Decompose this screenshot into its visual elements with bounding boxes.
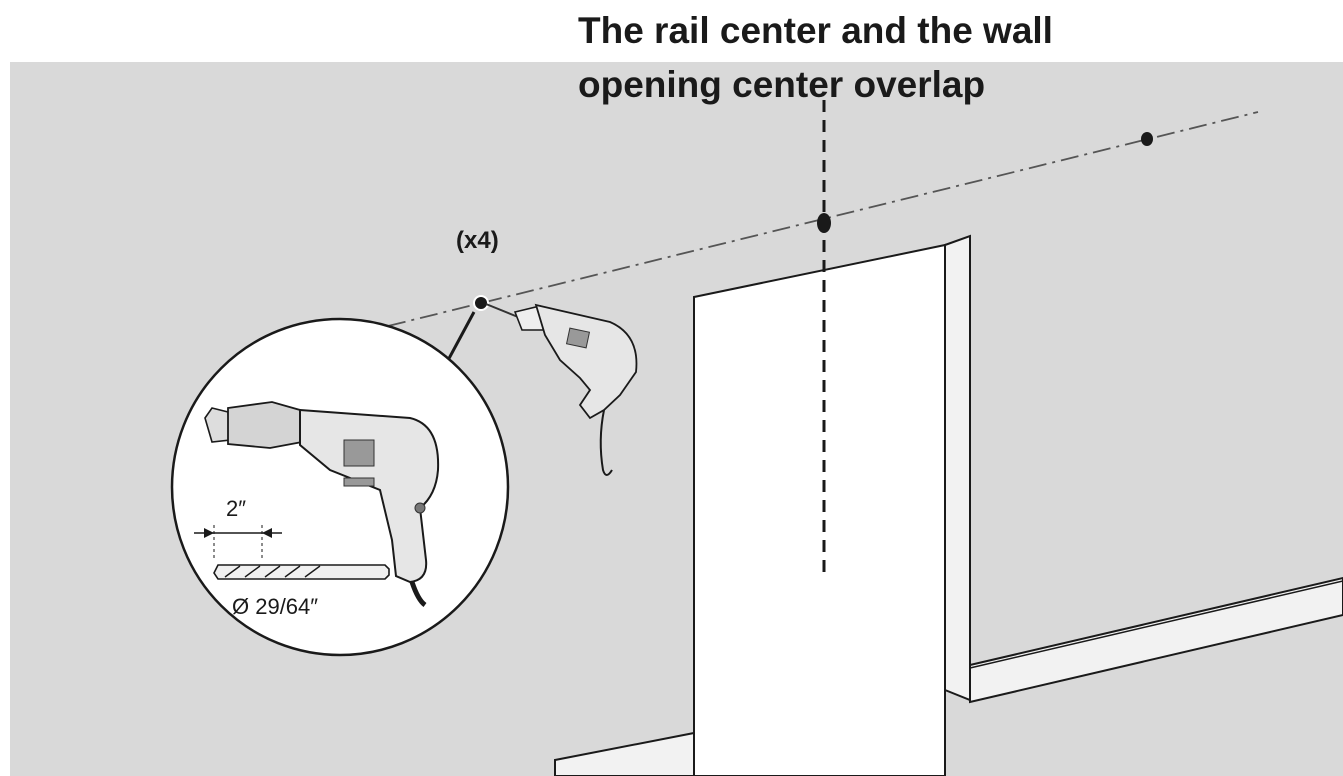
depth-dimension — [194, 525, 282, 560]
hole-count-label: (x4) — [456, 227, 499, 254]
drill-bit-icon — [213, 564, 390, 580]
drill-icon — [485, 303, 638, 476]
hole-marker — [1141, 132, 1153, 146]
opening-jamb — [944, 234, 971, 702]
baseboard-left — [554, 731, 695, 776]
hole-marker — [473, 295, 489, 311]
depth-label: 2″ — [226, 496, 246, 521]
rail-line — [387, 111, 1259, 327]
hole-marker — [817, 213, 831, 233]
wall-opening — [693, 243, 946, 776]
drill-detail-icon — [204, 401, 440, 608]
baseboard-right — [969, 576, 1343, 704]
detail-circle — [170, 317, 510, 657]
heading-line-2: opening center overlap — [578, 64, 985, 105]
heading-line-1: The rail center and the wall — [578, 10, 1053, 51]
diameter-label: Ø 29/64″ — [232, 594, 318, 619]
